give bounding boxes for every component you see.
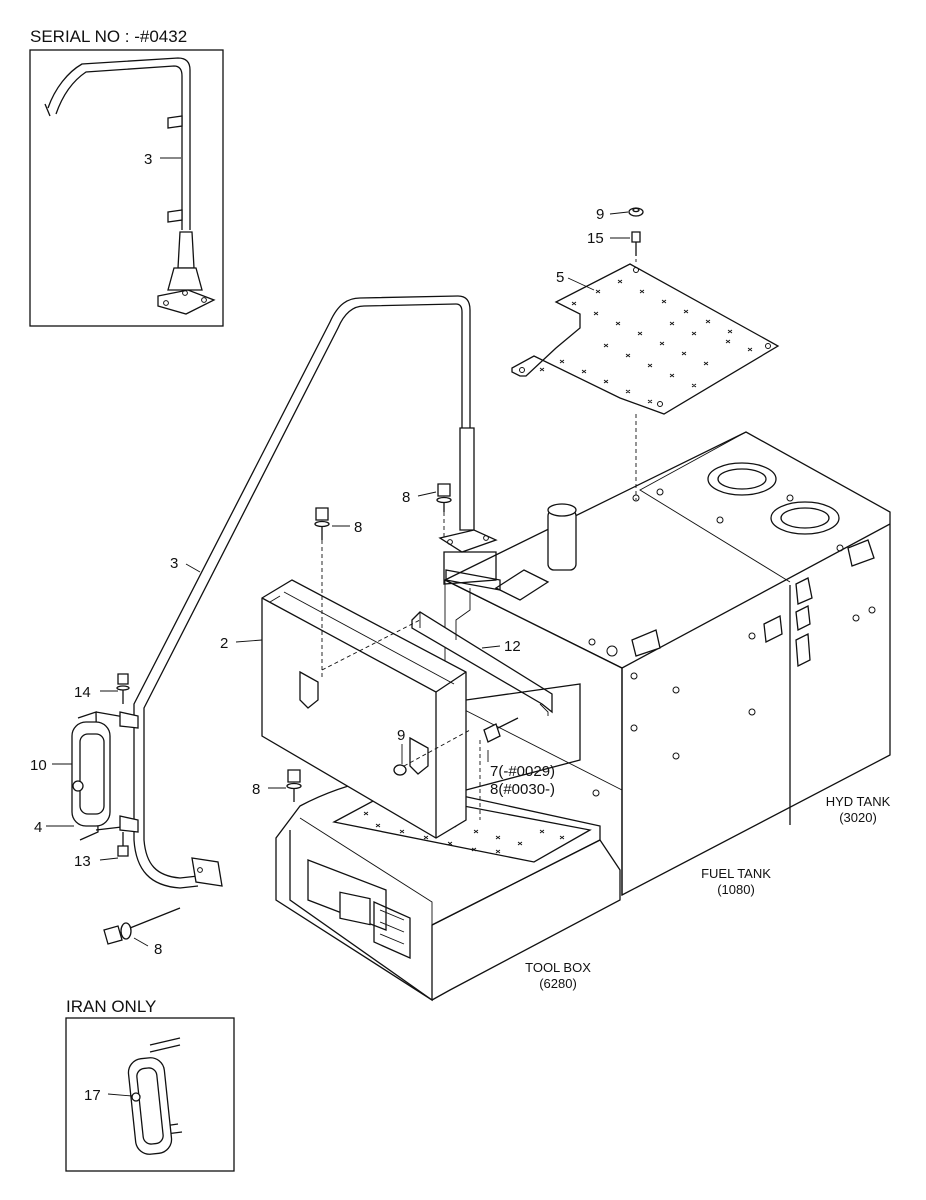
tool-box-code: (6280) bbox=[539, 976, 577, 991]
serial-inset-title: SERIAL NO : -#0432 bbox=[30, 27, 187, 46]
machine-body bbox=[443, 431, 891, 897]
callout-4: 4 bbox=[34, 819, 42, 836]
callout-13: 13 bbox=[74, 853, 91, 870]
callout-3: 3 bbox=[170, 555, 178, 572]
callout-14: 14 bbox=[74, 684, 91, 701]
mirror-iran-drawing bbox=[127, 1037, 183, 1155]
iran-label-17: 17 bbox=[84, 1087, 101, 1104]
serial-inset: SERIAL NO : -#0432 3 bbox=[29, 27, 224, 327]
callout-5: 5 bbox=[556, 269, 564, 286]
callout-8-serial: 8(#0030-) bbox=[490, 781, 555, 798]
callout-10: 10 bbox=[30, 757, 47, 774]
callout-9-mid: 9 bbox=[397, 727, 405, 744]
serial-label-3: 3 bbox=[144, 151, 152, 168]
callout-7: 7(-#0029) bbox=[490, 763, 555, 780]
iran-leader-17 bbox=[107, 1093, 133, 1097]
callout-8-d: 8 bbox=[252, 781, 260, 798]
callout-leaders bbox=[46, 211, 630, 947]
mirror-assembly bbox=[71, 711, 139, 841]
floor-plate-part-5 bbox=[511, 263, 780, 415]
callout-8-c: 8 bbox=[154, 941, 162, 958]
bolt-15 bbox=[631, 231, 641, 243]
iran-inset: IRAN ONLY 17 bbox=[65, 997, 235, 1172]
rear-plate bbox=[465, 683, 581, 791]
hyd-tank-name: HYD TANK bbox=[826, 794, 891, 809]
fasteners bbox=[103, 207, 644, 945]
side-box-part-2 bbox=[261, 579, 467, 839]
tool-box-caption: TOOL BOX (6280) bbox=[525, 960, 591, 991]
callout-2: 2 bbox=[220, 635, 228, 652]
iran-inset-title: IRAN ONLY bbox=[66, 997, 156, 1016]
serial-inset-frame bbox=[29, 49, 224, 327]
callout-8-a: 8 bbox=[402, 489, 410, 506]
hyd-tank-port-left bbox=[707, 462, 777, 496]
callout-15: 15 bbox=[587, 230, 604, 247]
tool-box-name: TOOL BOX bbox=[525, 960, 591, 975]
tank-bolts bbox=[588, 488, 876, 797]
hyd-tank-port-right bbox=[770, 501, 840, 535]
fuel-tank-name: FUEL TANK bbox=[701, 866, 771, 881]
fuel-tank-caption: FUEL TANK (1080) bbox=[701, 866, 771, 897]
callout-9-top: 9 bbox=[596, 206, 604, 223]
handrail-early-drawing bbox=[44, 57, 216, 315]
bracket-part-12 bbox=[411, 569, 553, 716]
callout-8-b: 8 bbox=[354, 519, 362, 536]
fuel-tank-code: (1080) bbox=[717, 882, 755, 897]
hyd-tank-code: (3020) bbox=[839, 810, 877, 825]
callout-12: 12 bbox=[504, 638, 521, 655]
hyd-tank-caption: HYD TANK (3020) bbox=[826, 794, 891, 825]
filler-cap bbox=[547, 509, 577, 571]
handrail-part-3 bbox=[133, 295, 498, 889]
iran-inset-frame bbox=[65, 1017, 235, 1172]
mounting-plate bbox=[443, 551, 497, 585]
assembly-lines bbox=[321, 252, 637, 820]
